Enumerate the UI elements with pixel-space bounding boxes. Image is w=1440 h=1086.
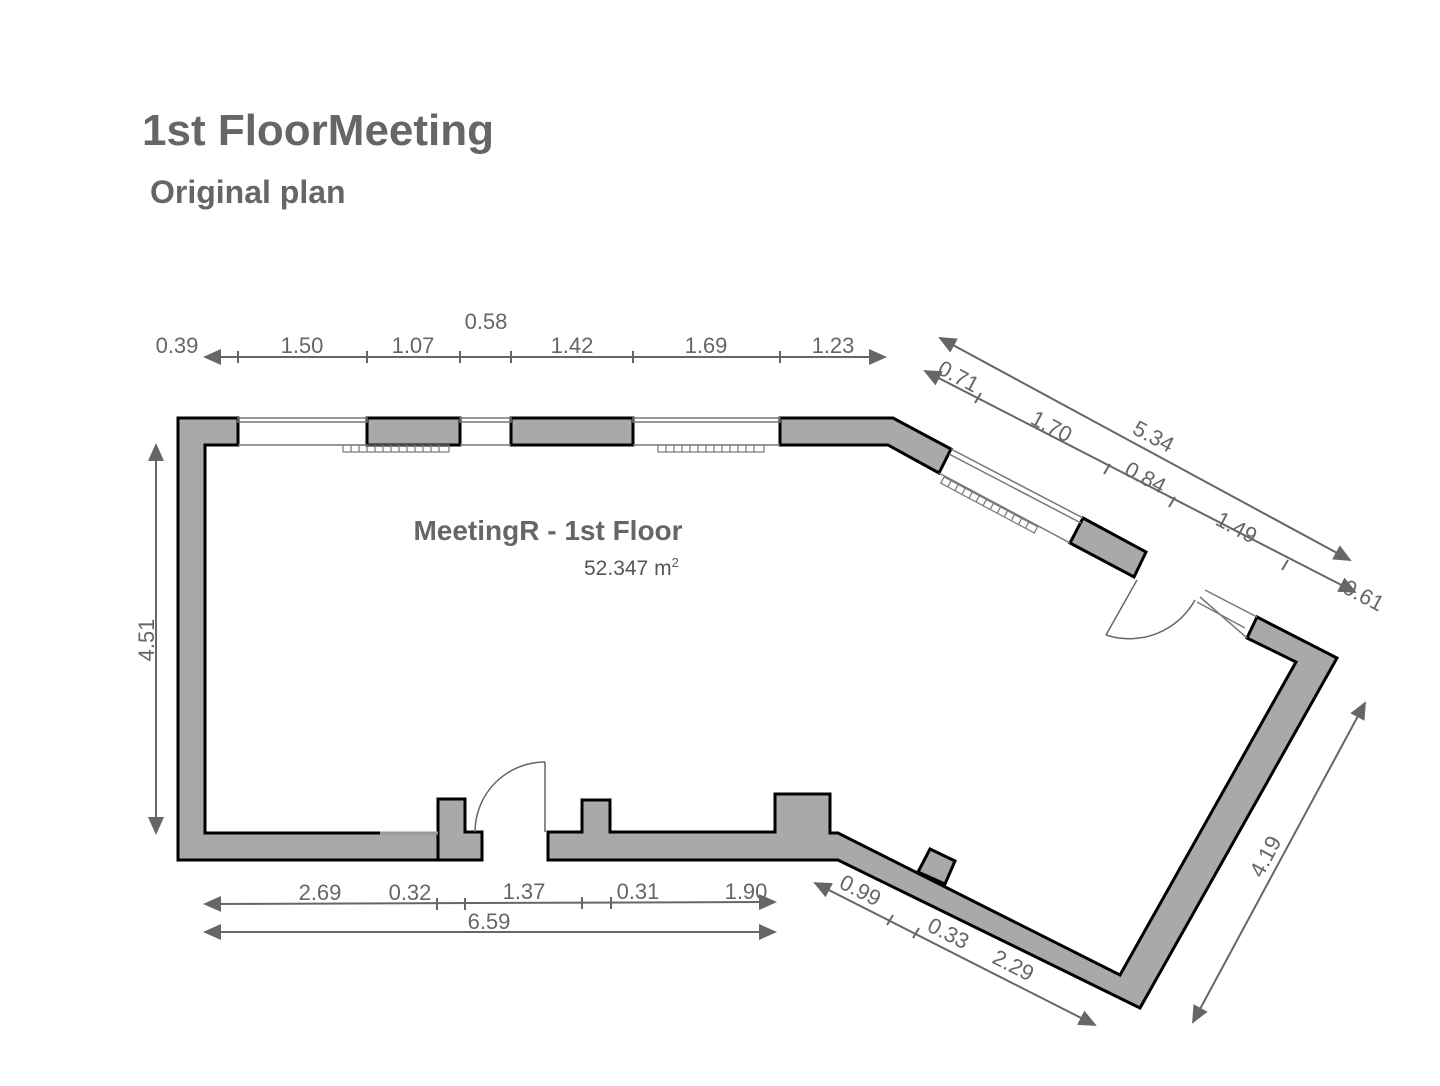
dimension-label: 1.42 [551,333,594,358]
dimension-label: 6.59 [468,909,511,934]
wall-top-1 [365,416,462,447]
dimension-label: 1.37 [503,879,546,904]
dimension-label: 0.61 [1339,574,1389,616]
dimension-label: 0.58 [465,309,508,334]
dimension-label: 0.39 [156,333,199,358]
dimension-label: 2.69 [299,880,342,905]
wall-top-2 [509,416,635,447]
room-area: 52.347 m2 [584,555,679,580]
dimension-label: 1.50 [281,333,324,358]
dimension-label: 0.32 [389,880,432,905]
room-name: MeetingR - 1st Floor [413,515,682,546]
wall-diagonal-1 [1067,515,1148,580]
dimension-bottom: 2.69 0.32 1.37 0.31 1.90 6.59 [203,879,777,940]
dimension-label: 1.69 [685,333,728,358]
dimension-left: 4.51 [134,443,164,835]
dimension-label: 0.31 [617,879,660,904]
dimension-label: 1.70 [1027,405,1077,447]
windows [237,417,1258,835]
dimension-label: 4.19 [1244,832,1286,882]
door-bottom[interactable] [474,761,546,833]
wall-top-3 [778,416,953,476]
dimension-label: 1.23 [812,333,855,358]
dimension-label: 1.49 [1212,506,1262,548]
dimension-label: 1.90 [725,879,768,904]
wall-left [176,416,440,862]
dimension-label: 1.07 [392,333,435,358]
plan-subtitle: Original plan [150,174,346,210]
dimension-label: 4.51 [134,619,159,662]
dimension-top: 0.39 1.50 1.07 0.58 1.42 1.69 1.23 [156,309,887,365]
wall-right-bottom [546,614,1340,1010]
plan-title: 1st FloorMeeting [142,106,495,155]
dimension-label: 0.71 [934,355,984,397]
dimension-label: 5.34 [1129,415,1179,457]
door-right[interactable] [1105,579,1196,640]
wall-pier-left [436,797,484,862]
